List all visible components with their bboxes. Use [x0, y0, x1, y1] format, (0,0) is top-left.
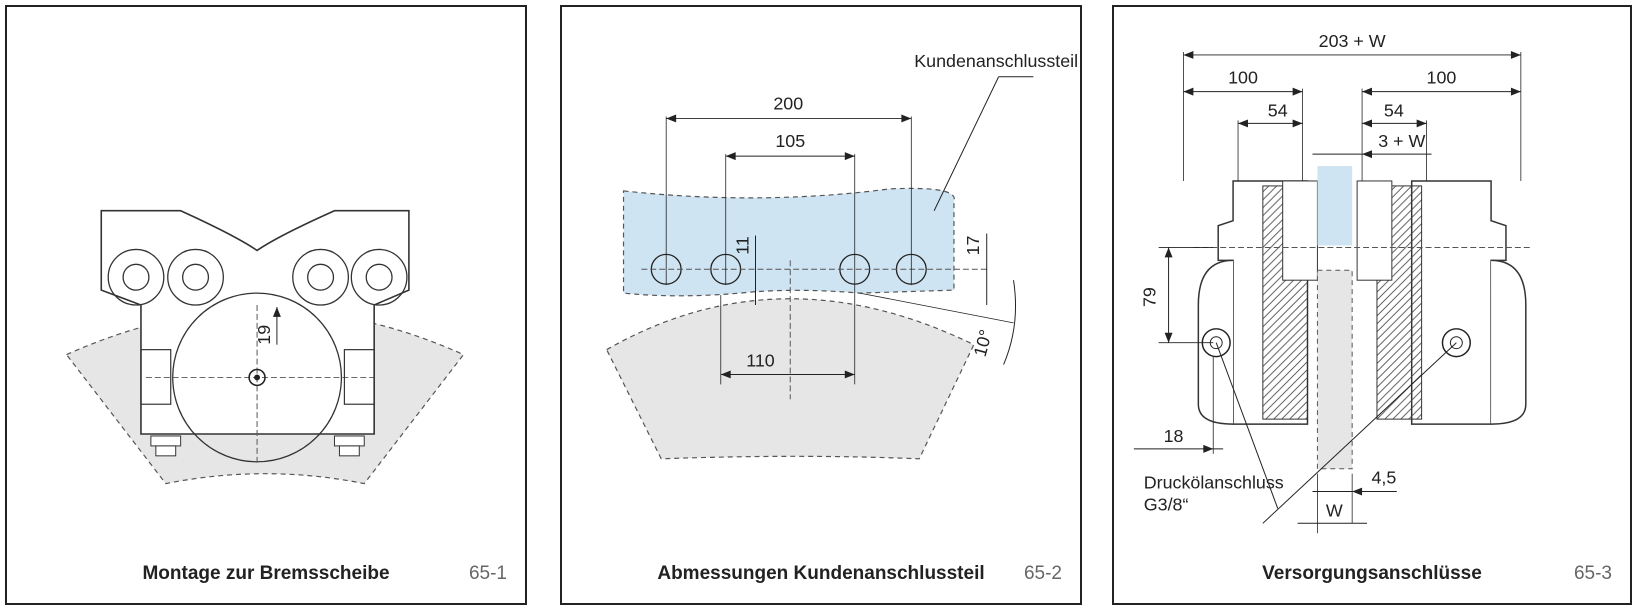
- dim-105: 105: [775, 131, 805, 151]
- dim-18: 18: [1164, 426, 1184, 446]
- figure-number: 65-3: [1573, 563, 1612, 584]
- dim-left-54: 54: [1268, 100, 1288, 120]
- panel-abmessungen: 200 105 110 11 17 10° Kundenanschlusstei…: [560, 5, 1082, 605]
- caption-versorgung: Versorgungsanschlüsse: [1262, 563, 1482, 584]
- panel-montage: 19 Montage zur Bremsscheibe 65-1: [5, 5, 527, 605]
- caption-montage: Montage zur Bremsscheibe: [142, 563, 390, 584]
- dim-110: 110: [746, 351, 775, 371]
- caption-abmessungen: Abmessungen Kundenanschlussteil: [657, 563, 985, 584]
- diagram-montage: 19: [65, 209, 465, 485]
- dim-45: 4,5: [1371, 468, 1396, 488]
- piston-left: [1282, 180, 1318, 281]
- bracket-right: [343, 349, 375, 405]
- dim-right-100: 100: [1427, 68, 1457, 88]
- dim-angle: 10°: [970, 328, 996, 359]
- diagram-versorgung: 203 + W 100 100 54 54 3 + W 79: [1133, 31, 1531, 534]
- dim-w: W: [1326, 500, 1343, 520]
- figure-number: 65-1: [468, 563, 507, 584]
- dim-19: 19: [254, 325, 274, 345]
- dim-200: 200: [773, 94, 803, 114]
- label-kundenanschlussteil: Kundenanschlussteil: [914, 51, 1078, 71]
- dim-11: 11: [733, 236, 753, 255]
- figure-number: 65-2: [1023, 563, 1062, 584]
- caliper-housing: [100, 209, 410, 435]
- label-port-thread: G3/8“: [1144, 494, 1189, 514]
- dim-left-100: 100: [1228, 68, 1258, 88]
- disc-gap: [1317, 166, 1353, 246]
- diagram-abmessungen: 200 105 110 11 17 10° Kundenanschlusstei…: [605, 51, 1078, 460]
- panel-versorgung: 203 + W 100 100 54 54 3 + W 79: [1112, 5, 1632, 605]
- disc-section: [1316, 269, 1353, 470]
- bracket-left: [140, 349, 172, 405]
- dim-79: 79: [1140, 287, 1160, 307]
- label-port: Druckölanschluss: [1144, 473, 1284, 493]
- dim-total: 203 + W: [1319, 31, 1386, 51]
- dim-gap: 3 + W: [1378, 131, 1425, 151]
- dim-17: 17: [963, 235, 983, 255]
- dim-right-54: 54: [1384, 100, 1404, 120]
- bolt-circles: [107, 248, 408, 306]
- customer-part: [622, 187, 955, 297]
- center-screw: [248, 368, 266, 387]
- piston-right: [1356, 180, 1393, 281]
